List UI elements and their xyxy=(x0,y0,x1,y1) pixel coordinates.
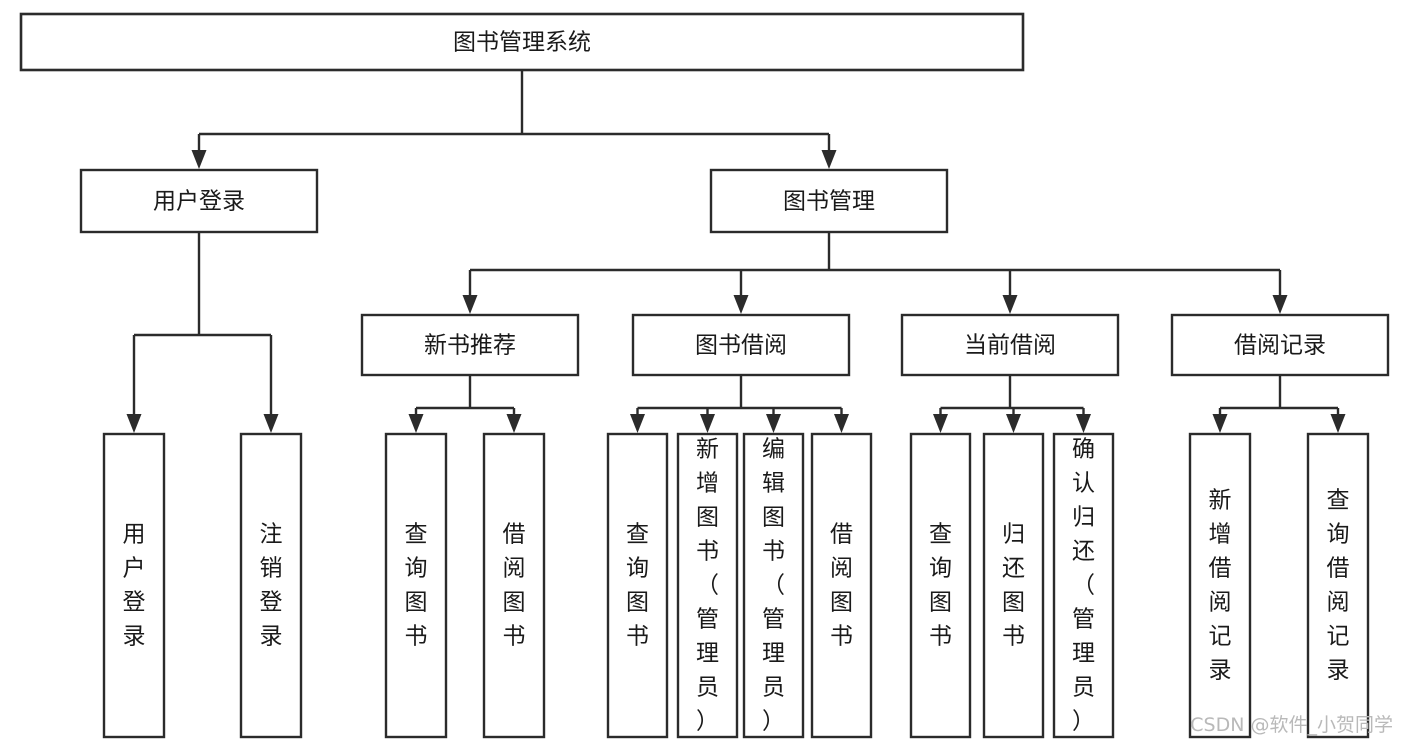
node-book-manage-label: 图书管理 xyxy=(783,189,875,215)
edge-arrowhead-leaf-borrow-book xyxy=(834,414,849,433)
node-book-borrow-box[interactable] xyxy=(631,313,851,377)
node-root[interactable]: 图书管理系统 xyxy=(19,12,1025,72)
node-leaf-borrow-book-label: 借阅图书 xyxy=(830,521,853,649)
edge-arrowhead-leaf-user-login xyxy=(126,414,142,433)
node-borrow-record[interactable]: 借阅记录 xyxy=(1170,313,1390,377)
edge-group-book-manage xyxy=(462,232,1288,314)
node-leaf-return-book-label: 归还图书 xyxy=(1002,521,1025,649)
node-leaf-add-book-admin-box[interactable] xyxy=(676,432,739,739)
edge-group-user-login xyxy=(126,232,279,433)
node-book-manage-box[interactable] xyxy=(709,168,949,234)
node-leaf-add-book-admin[interactable]: 新增图书（管理员） xyxy=(676,432,739,739)
node-current-borrow-label: 当前借阅 xyxy=(964,333,1056,359)
node-leaf-borrow-book-recommend-box[interactable] xyxy=(482,432,546,739)
node-leaf-user-login-box[interactable] xyxy=(102,432,166,739)
node-leaf-add-borrow-record[interactable]: 新增借阅记录 xyxy=(1188,432,1252,739)
edge-group-new-book-recommend xyxy=(408,375,522,433)
edges-layer xyxy=(126,70,1346,433)
node-current-borrow-box[interactable] xyxy=(900,313,1120,377)
edge-group-current-borrow xyxy=(933,375,1091,433)
edge-group-borrow-record xyxy=(1212,375,1346,433)
edge-arrowhead-leaf-return-book xyxy=(1006,414,1021,433)
node-leaf-confirm-return-admin[interactable]: 确认归还（管理员） xyxy=(1052,432,1115,739)
node-leaf-add-borrow-record-label: 新增借阅记录 xyxy=(1209,487,1232,683)
edge-arrowhead-leaf-query-book-current xyxy=(933,414,948,433)
node-leaf-return-book[interactable]: 归还图书 xyxy=(982,432,1045,739)
node-leaf-user-login[interactable]: 用户登录 xyxy=(102,432,166,739)
edge-arrowhead-borrow-record xyxy=(1272,295,1288,314)
node-leaf-query-book-recommend-label: 查询图书 xyxy=(405,521,428,649)
node-new-book-recommend-label: 新书推荐 xyxy=(424,333,516,359)
node-leaf-borrow-book-recommend-label: 借阅图书 xyxy=(503,521,526,649)
node-leaf-add-book-admin-label: 新增图书（管理员） xyxy=(696,436,719,734)
edge-arrowhead-user-login xyxy=(191,150,207,169)
node-leaf-query-book-borrow-label: 查询图书 xyxy=(626,521,649,649)
node-borrow-record-label: 借阅记录 xyxy=(1234,333,1326,359)
node-current-borrow[interactable]: 当前借阅 xyxy=(900,313,1120,377)
node-book-borrow[interactable]: 图书借阅 xyxy=(631,313,851,377)
node-new-book-recommend[interactable]: 新书推荐 xyxy=(360,313,580,377)
edge-arrowhead-leaf-query-book-borrow xyxy=(630,414,645,433)
node-leaf-edit-book-admin-label: 编辑图书（管理员） xyxy=(762,436,785,734)
node-user-login-label: 用户登录 xyxy=(153,189,245,215)
node-leaf-query-borrow-record[interactable]: 查询借阅记录 xyxy=(1306,432,1370,739)
edge-arrowhead-leaf-borrow-book-recommend xyxy=(506,414,522,433)
edge-arrowhead-new-book-recommend xyxy=(462,295,478,314)
node-user-login-box[interactable] xyxy=(79,168,319,234)
edge-arrowhead-leaf-edit-book-admin xyxy=(766,414,781,433)
node-borrow-record-box[interactable] xyxy=(1170,313,1390,377)
csdn-watermark: CSDN @软件_小贺同学 xyxy=(1190,714,1393,736)
node-new-book-recommend-box[interactable] xyxy=(360,313,580,377)
node-leaf-return-book-box[interactable] xyxy=(982,432,1045,739)
node-leaf-logout-login[interactable]: 注销登录 xyxy=(239,432,303,739)
node-leaf-query-book-current-label: 查询图书 xyxy=(929,521,952,649)
node-leaf-logout-login-label: 注销登录 xyxy=(260,521,283,649)
node-leaf-query-book-recommend-box[interactable] xyxy=(384,432,448,739)
edge-arrowhead-leaf-query-book-recommend xyxy=(408,414,424,433)
edge-arrowhead-book-manage xyxy=(821,150,837,169)
node-leaf-edit-book-admin-box[interactable] xyxy=(742,432,805,739)
node-leaf-borrow-book[interactable]: 借阅图书 xyxy=(810,432,873,739)
node-leaf-query-book-recommend[interactable]: 查询图书 xyxy=(384,432,448,739)
node-leaf-borrow-book-box[interactable] xyxy=(810,432,873,739)
node-leaf-query-borrow-record-box[interactable] xyxy=(1306,432,1370,739)
edge-arrowhead-leaf-add-book-admin xyxy=(700,414,715,433)
edge-group-book-borrow xyxy=(630,375,849,433)
edge-arrowhead-current-borrow xyxy=(1002,295,1018,314)
node-leaf-edit-book-admin[interactable]: 编辑图书（管理员） xyxy=(742,432,805,739)
node-leaf-add-borrow-record-box[interactable] xyxy=(1188,432,1252,739)
node-leaf-logout-login-box[interactable] xyxy=(239,432,303,739)
node-leaf-borrow-book-recommend[interactable]: 借阅图书 xyxy=(482,432,546,739)
edge-arrowhead-leaf-add-borrow-record xyxy=(1212,414,1228,433)
edge-arrowhead-leaf-confirm-return-admin xyxy=(1076,414,1091,433)
node-leaf-query-borrow-record-label: 查询借阅记录 xyxy=(1327,487,1350,683)
node-leaf-confirm-return-admin-box[interactable] xyxy=(1052,432,1115,739)
node-book-borrow-label: 图书借阅 xyxy=(695,333,787,359)
node-root-box[interactable] xyxy=(19,12,1025,72)
node-leaf-confirm-return-admin-label: 确认归还（管理员） xyxy=(1072,436,1095,734)
edge-arrowhead-leaf-logout-login xyxy=(263,414,279,433)
edge-group-root xyxy=(191,70,837,169)
node-leaf-query-book-current[interactable]: 查询图书 xyxy=(909,432,972,739)
node-leaf-query-book-borrow[interactable]: 查询图书 xyxy=(606,432,669,739)
node-leaf-query-book-current-box[interactable] xyxy=(909,432,972,739)
node-leaf-user-login-label: 用户登录 xyxy=(123,521,146,649)
edge-arrowhead-leaf-query-borrow-record xyxy=(1330,414,1346,433)
node-leaf-query-book-borrow-box[interactable] xyxy=(606,432,669,739)
node-root-label: 图书管理系统 xyxy=(453,30,591,56)
node-user-login[interactable]: 用户登录 xyxy=(79,168,319,234)
edge-arrowhead-book-borrow xyxy=(733,295,749,314)
node-book-manage[interactable]: 图书管理 xyxy=(709,168,949,234)
nodes-layer: 图书管理系统用户登录图书管理新书推荐图书借阅当前借阅借阅记录用户登录注销登录查询… xyxy=(19,12,1390,739)
